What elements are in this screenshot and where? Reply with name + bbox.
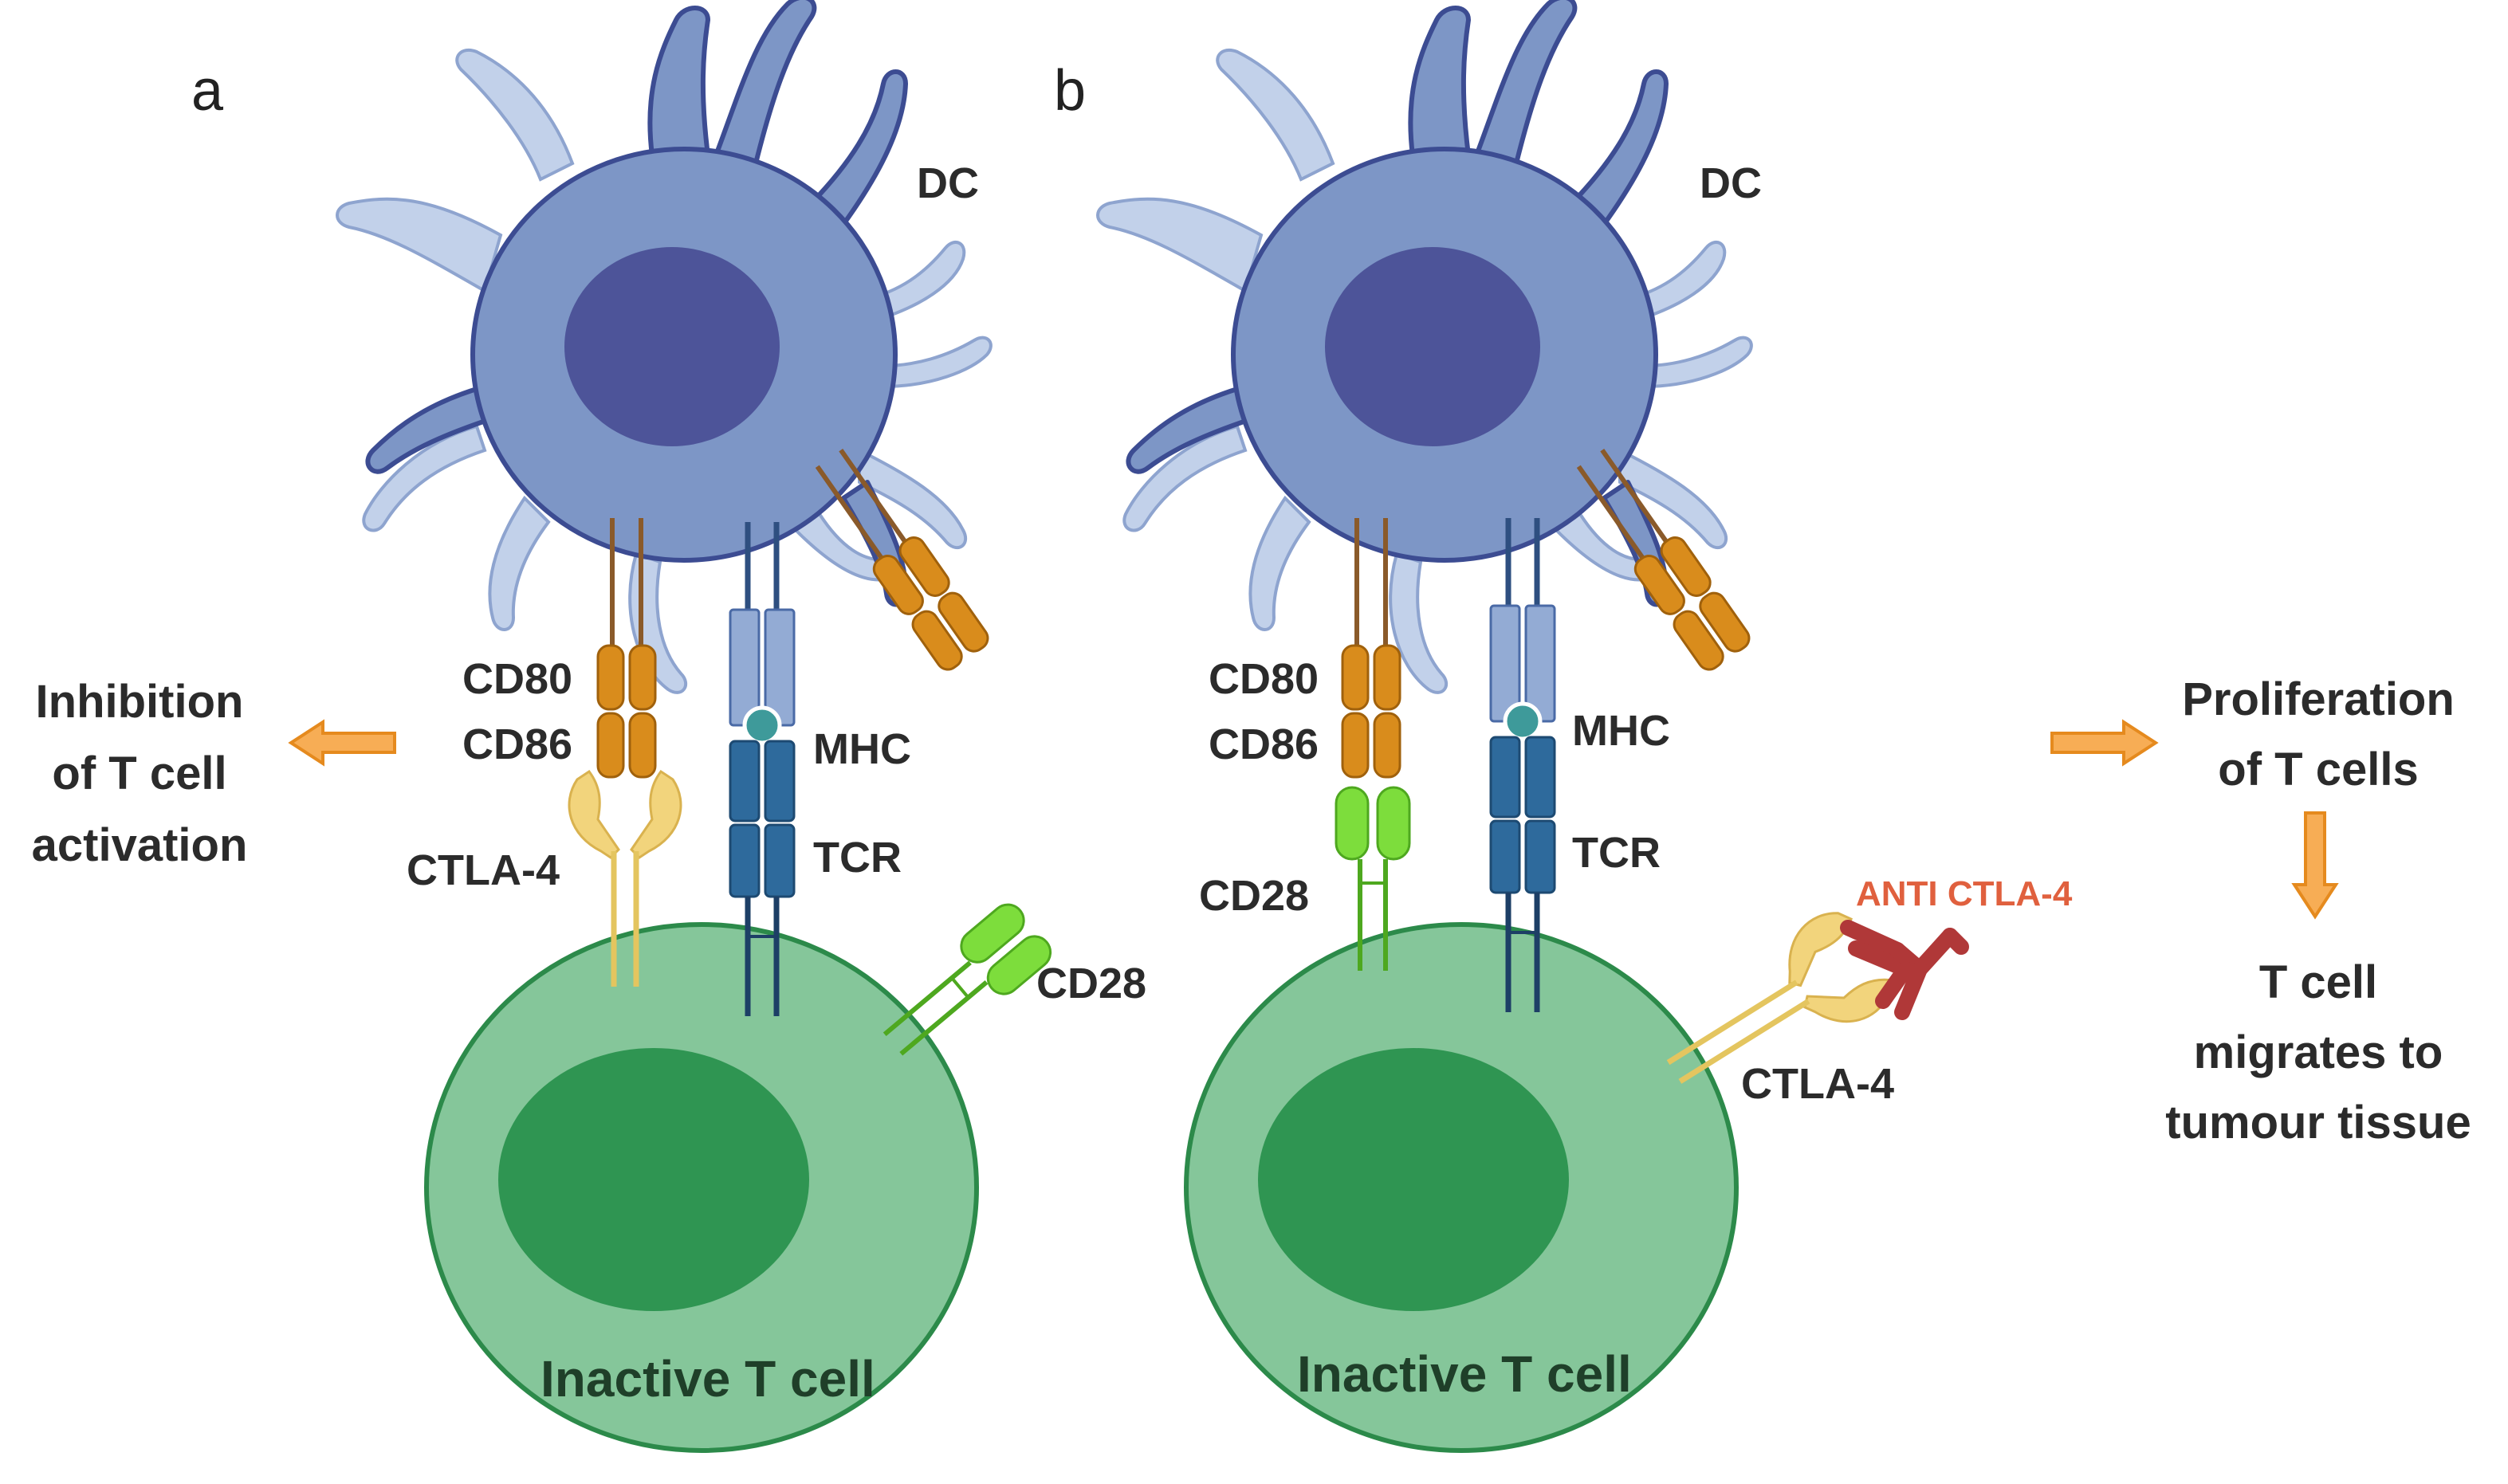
panel-b-arrow-right-icon [2050, 720, 2157, 765]
panel-a-arrow-left-icon [289, 720, 396, 765]
panel-a-dc-label: DC [917, 159, 979, 207]
panel-b-tcr-label: TCR [1572, 829, 1661, 877]
panel-a-cd80-side [815, 448, 989, 671]
panel-b-ctla4-label: CTLA-4 [1741, 1060, 1894, 1108]
panel-a-outcome-line-3: activation [32, 819, 248, 871]
panel-b-result-line-1: T cell [2259, 956, 2377, 1008]
panel-b-arrow-down-icon [2293, 811, 2337, 918]
panel-b-tcell-label: Inactive T cell [1297, 1345, 1632, 1403]
panel-b-outcome-line-1: Proliferation [2182, 673, 2455, 725]
panel-a-cd80-label: CD80 [462, 655, 572, 703]
panel-b-outcome-line-2: of T cells [2218, 744, 2418, 795]
panel-a-cd28 [883, 903, 1052, 1056]
panel-a-outcome-line-2: of T cell [52, 748, 226, 799]
panel-a-tcr-label: TCR [813, 834, 902, 881]
panel-a: a [32, 0, 1146, 1451]
panel-a-tcell-label: Inactive T cell [541, 1350, 875, 1407]
panel-b-cd80-label: CD80 [1209, 655, 1319, 703]
panel-b-result-line-3: tumour tissue [2165, 1097, 2471, 1148]
panel-b-letter: b [1054, 59, 1086, 123]
panel-b-ctla4 [1666, 912, 1891, 1084]
panel-a-mhc-label: MHC [813, 725, 911, 773]
panel-a-cd86-label: CD86 [462, 720, 572, 768]
panel-b-cd86-label: CD86 [1209, 720, 1319, 768]
panel-a-outcome-line-1: Inhibition [36, 676, 244, 728]
antibody-icon [1840, 920, 1969, 1020]
panel-b-mhc-label: MHC [1572, 707, 1670, 755]
panel-b: b [1054, 0, 2471, 1451]
panel-b-dc-label: DC [1700, 159, 1762, 207]
panel-b-cd80-cd86 [1342, 518, 1400, 777]
panel-b-cd28-label: CD28 [1199, 872, 1309, 920]
panel-b-result-line-2: migrates to [2194, 1027, 2443, 1078]
panel-b-anti-ctla4-label: ANTI CTLA-4 [1856, 874, 2073, 913]
panel-a-ctla4-label: CTLA-4 [407, 846, 560, 894]
panel-a-letter: a [191, 59, 224, 123]
panel-a-cd28-label: CD28 [1036, 960, 1146, 1007]
panel-b-cd80-side [1576, 448, 1751, 671]
